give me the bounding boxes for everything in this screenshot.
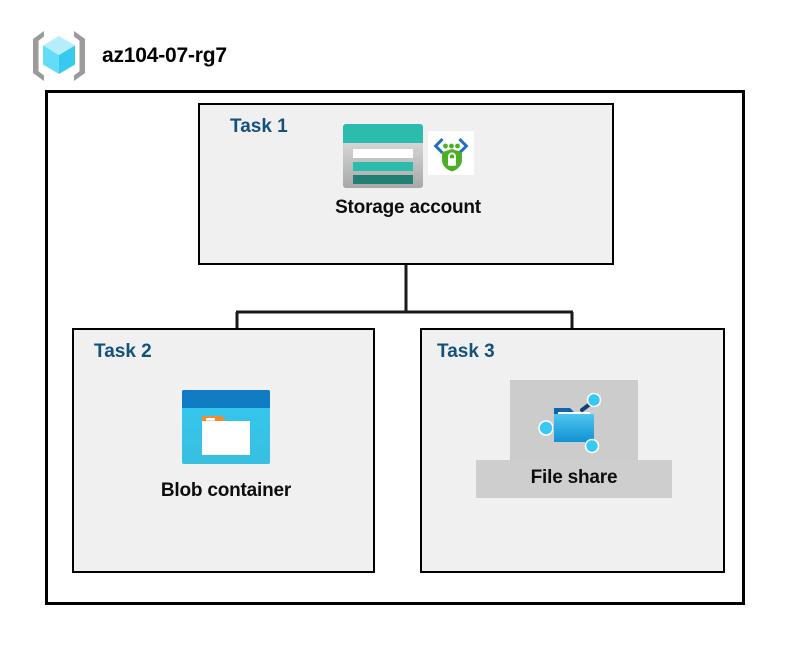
storage-account-icon-group	[342, 123, 474, 189]
task-box-2[interactable]: Task 2 Blob container	[72, 328, 375, 573]
resource-group-header: az104-07-rg7	[30, 28, 227, 84]
task-1-label: Task 1	[230, 116, 288, 137]
task-box-3[interactable]: Task 3	[420, 328, 725, 573]
task-2-label: Task 2	[94, 341, 152, 362]
file-share-caption-highlight: File share	[476, 460, 672, 498]
task-box-1[interactable]: Task 1	[198, 103, 614, 265]
file-share-caption: File share	[530, 467, 618, 488]
blob-container-icon	[182, 390, 270, 464]
task-3-label: Task 3	[437, 341, 495, 362]
storage-account-icon	[343, 124, 423, 188]
storage-account-caption: Storage account	[335, 197, 481, 218]
page-title: az104-07-rg7	[102, 44, 227, 67]
file-share-icon	[538, 392, 602, 454]
node-file-share[interactable]: File share	[476, 380, 672, 498]
file-share-icon-highlight	[510, 380, 638, 460]
encryption-shield-icon	[428, 131, 474, 175]
resource-group-icon	[33, 31, 85, 81]
node-blob-container[interactable]: Blob container	[126, 388, 326, 502]
blob-container-caption: Blob container	[160, 480, 292, 501]
node-storage-account[interactable]: Storage account	[298, 123, 518, 219]
